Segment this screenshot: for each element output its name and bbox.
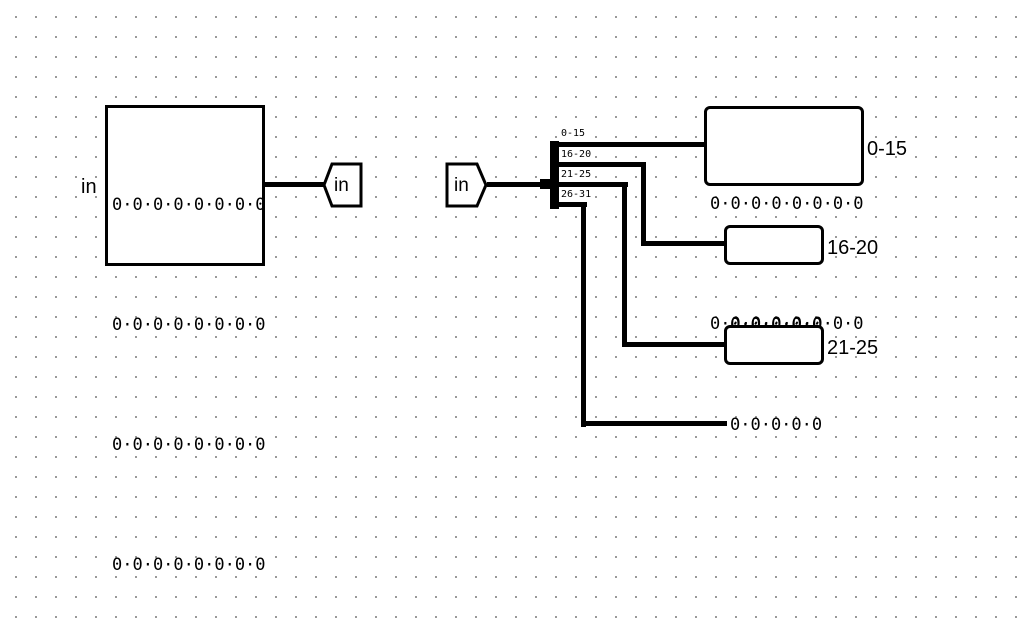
output-pin-0-15[interactable]: 0·0·0·0·0·0·0·0 0·0·0·0·0·0·0·0 [704, 106, 864, 334]
splitter-label-0-15: 0-15 [560, 128, 587, 139]
splitter-label-21-25: 21-25 [560, 169, 593, 180]
tunnel-in-right-label: in [334, 175, 349, 196]
splitter-bar[interactable] [550, 141, 559, 209]
input-pin[interactable]: 0·0·0·0·0·0·0·0 0·0·0·0·0·0·0·0 0·0·0·0·… [105, 105, 266, 575]
output-label-0-15: 0-15 [867, 138, 908, 160]
splitter-label-26-31: 26-31 [560, 189, 593, 200]
tunnel-in-left-label: in [454, 175, 469, 196]
tunnel-in-right[interactable] [322, 162, 364, 208]
tunnel-in-left[interactable] [445, 162, 489, 208]
input-pin-row: 0·0·0·0·0·0·0·0 [112, 555, 266, 575]
output-pin-16-20[interactable]: 0·0·0·0·0 [724, 225, 824, 335]
wire-input-to-tunnel[interactable] [263, 182, 325, 187]
splitter-label-16-20: 16-20 [560, 149, 593, 160]
wire-16-20-v[interactable] [641, 162, 646, 246]
wire-0-15[interactable] [558, 142, 706, 147]
input-pin-row: 0·0·0·0·0·0·0·0 [112, 195, 266, 215]
output-label-16-20: 16-20 [827, 237, 879, 259]
wire-16-20-h2[interactable] [641, 241, 727, 246]
wire-21-25-h1[interactable] [558, 182, 628, 187]
wire-21-25-v[interactable] [622, 182, 627, 346]
wire-26-31-h2[interactable] [581, 421, 727, 426]
output-pin-21-25[interactable]: 0·0·0·0·0 [724, 325, 824, 435]
output-label-21-25: 21-25 [827, 337, 879, 359]
wire-16-20-h1[interactable] [558, 162, 645, 167]
wire-26-31-v[interactable] [581, 202, 586, 427]
output-pin-row: 0·0·0·0·0 [730, 415, 823, 435]
input-pin-row: 0·0·0·0·0·0·0·0 [112, 435, 266, 455]
wire-26-31-h1[interactable] [558, 202, 587, 207]
wire-21-25-h2[interactable] [622, 342, 727, 347]
wire-tunnel-to-splitter[interactable] [487, 182, 543, 187]
splitter-stub [540, 179, 554, 189]
output-pin-row: 0·0·0·0·0·0·0·0 [710, 194, 864, 214]
input-pin-row: 0·0·0·0·0·0·0·0 [112, 315, 266, 335]
input-pin-label: in [81, 176, 97, 198]
